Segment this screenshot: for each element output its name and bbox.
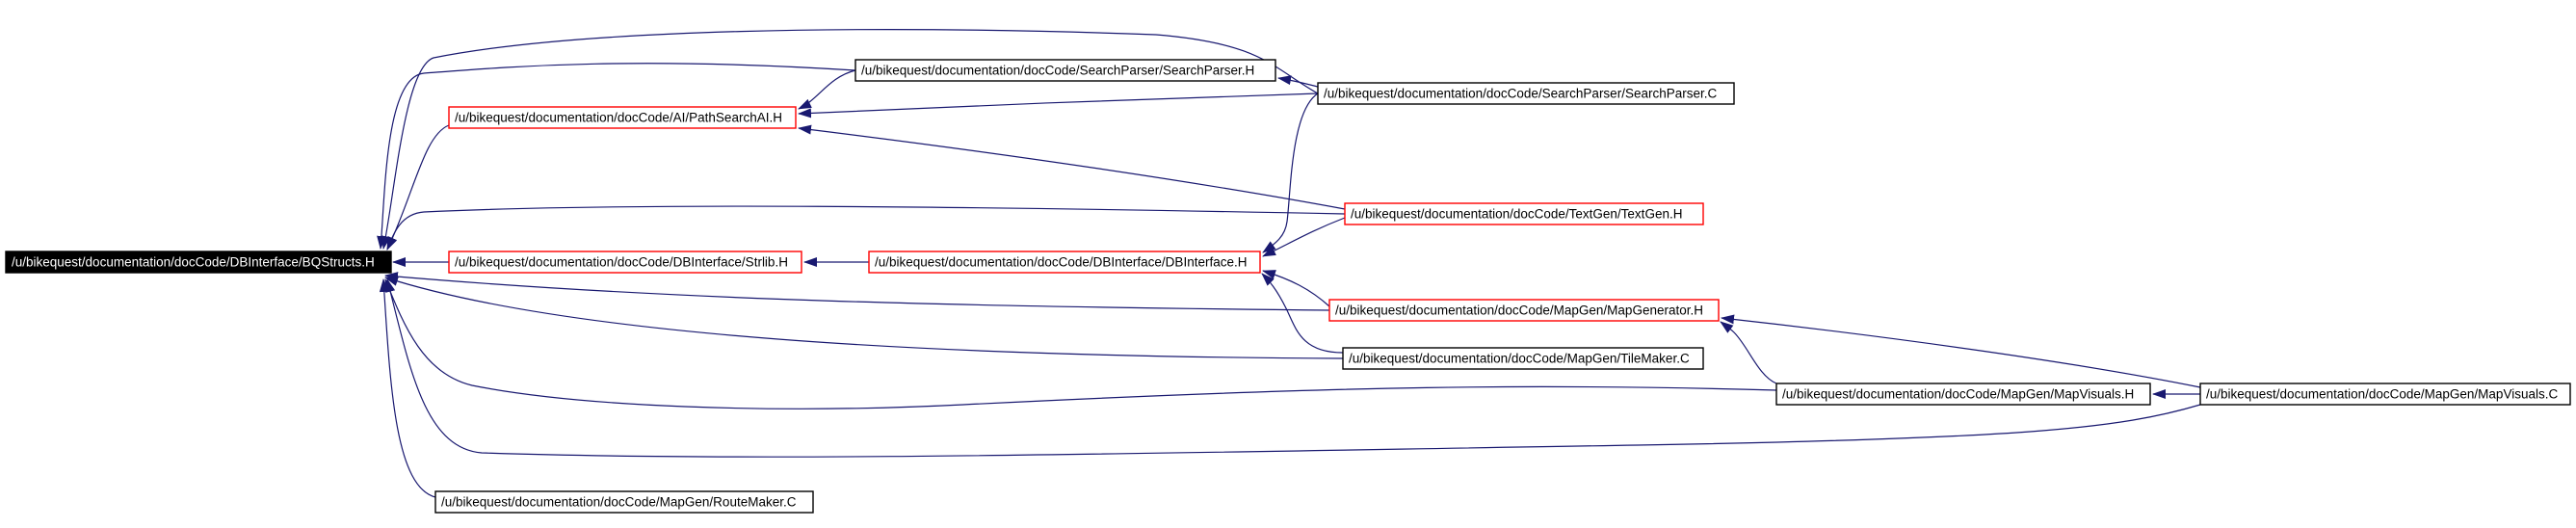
node-label: /u/bikequest/documentation/docCode/DBInt… xyxy=(12,255,375,270)
node-label: /u/bikequest/documentation/docCode/MapGe… xyxy=(441,495,797,510)
edge-searchparser-c-to-pathsearchai-h xyxy=(798,92,1319,119)
edge-searchparser-h-to-pathsearchai-h xyxy=(798,69,856,110)
node-label: /u/bikequest/documentation/docCode/MapGe… xyxy=(1782,387,2134,402)
edge-mapgenerator-h-to-dbinterface-h xyxy=(1262,270,1330,307)
edge-pathsearchai-h-to-bqstructs xyxy=(386,124,450,251)
edge-searchparser-c-to-searchparser-h xyxy=(1277,75,1319,88)
node-label: /u/bikequest/documentation/docCode/MapGe… xyxy=(1335,304,1703,318)
node-label: /u/bikequest/documentation/docCode/TextG… xyxy=(1351,207,1682,222)
edge-routemaker-c-to-bqstructs xyxy=(379,278,436,498)
edge-mapvisuals-h-to-mapgenerator-h xyxy=(1720,321,1777,384)
edge-mapgenerator-h-to-bqstructs xyxy=(384,272,1330,311)
node-tilemaker-c[interactable]: /u/bikequest/documentation/docCode/MapGe… xyxy=(1342,347,1704,370)
node-label: /u/bikequest/documentation/docCode/MapGe… xyxy=(2206,387,2558,402)
node-strlib-h[interactable]: /u/bikequest/documentation/docCode/DBInt… xyxy=(448,251,802,274)
node-dbinterface-h[interactable]: /u/bikequest/documentation/docCode/DBInt… xyxy=(868,251,1261,274)
edge-textgen-h-to-bqstructs xyxy=(386,205,1346,251)
node-mapvisuals-c[interactable]: /u/bikequest/documentation/docCode/MapGe… xyxy=(2199,383,2571,406)
edge-textgen-h-to-dbinterface-h xyxy=(1262,217,1346,257)
node-mapvisuals-h[interactable]: /u/bikequest/documentation/docCode/MapGe… xyxy=(1775,383,2151,406)
node-label: /u/bikequest/documentation/docCode/Searc… xyxy=(861,64,1254,78)
node-searchparser-h[interactable]: /u/bikequest/documentation/docCode/Searc… xyxy=(854,59,1276,82)
node-pathsearchai-h[interactable]: /u/bikequest/documentation/docCode/AI/Pa… xyxy=(448,106,797,129)
edge-searchparser-h-to-bqstructs xyxy=(377,63,856,250)
node-label: /u/bikequest/documentation/docCode/DBInt… xyxy=(455,255,788,270)
edge-searchparser-c-to-bqstructs xyxy=(381,29,1319,250)
edge-mapvisuals-h-to-bqstructs xyxy=(384,278,1777,409)
edge-searchparser-c-to-dbinterface-h xyxy=(1262,92,1319,253)
node-textgen-h[interactable]: /u/bikequest/documentation/docCode/TextG… xyxy=(1344,202,1704,225)
edges-layer xyxy=(377,29,2201,498)
node-mapgenerator-h[interactable]: /u/bikequest/documentation/docCode/MapGe… xyxy=(1328,299,1720,322)
node-label: /u/bikequest/documentation/docCode/DBInt… xyxy=(875,255,1247,270)
edge-textgen-h-to-pathsearchai-h xyxy=(798,124,1346,210)
node-routemaker-c[interactable]: /u/bikequest/documentation/docCode/MapGe… xyxy=(434,490,814,514)
node-label: /u/bikequest/documentation/docCode/Searc… xyxy=(1324,87,1717,101)
node-label: /u/bikequest/documentation/docCode/MapGe… xyxy=(1349,352,1690,366)
node-bqstructs[interactable]: /u/bikequest/documentation/docCode/DBInt… xyxy=(5,251,392,274)
node-searchparser-c[interactable]: /u/bikequest/documentation/docCode/Searc… xyxy=(1317,82,1735,105)
edge-tilemaker-c-to-bqstructs xyxy=(384,277,1344,359)
nodes-layer: /u/bikequest/documentation/docCode/DBInt… xyxy=(5,59,2571,514)
node-label: /u/bikequest/documentation/docCode/AI/Pa… xyxy=(455,111,782,125)
edge-mapvisuals-c-to-mapgenerator-h xyxy=(1721,314,2201,388)
edge-mapvisuals-c-to-bqstructs xyxy=(385,278,2201,458)
edge-tilemaker-c-to-dbinterface-h xyxy=(1261,273,1344,354)
